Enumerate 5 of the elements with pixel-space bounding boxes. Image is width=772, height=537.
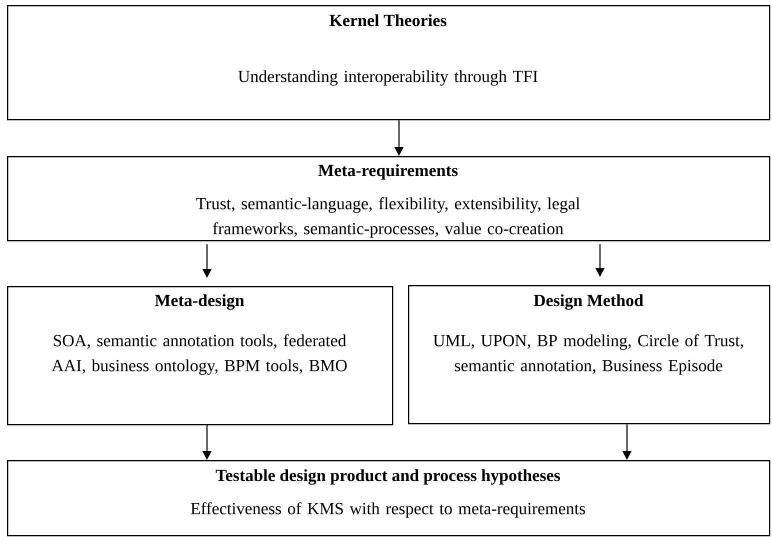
process-box: Meta-requirements Trust, semantic-language, flexibility, extensibility, legal frameworks, semantic-processes, value co-creation: [7, 156, 770, 242]
process-box: Testable design product and process hypotheses Effectiveness of KMS with respect to meta-requirements: [7, 460, 770, 536]
process-box: Meta-design SOA, semantic annotation tools, federated AAI, business ontology, BPM tools, BMO: [7, 286, 394, 426]
process-box: Design Method UML, UPON, BP modeling, Circle of Trust, semantic annotation, Business Episode: [408, 284, 770, 424]
process-box: Kernel Theories Understanding interoperability through TFI: [7, 5, 770, 120]
